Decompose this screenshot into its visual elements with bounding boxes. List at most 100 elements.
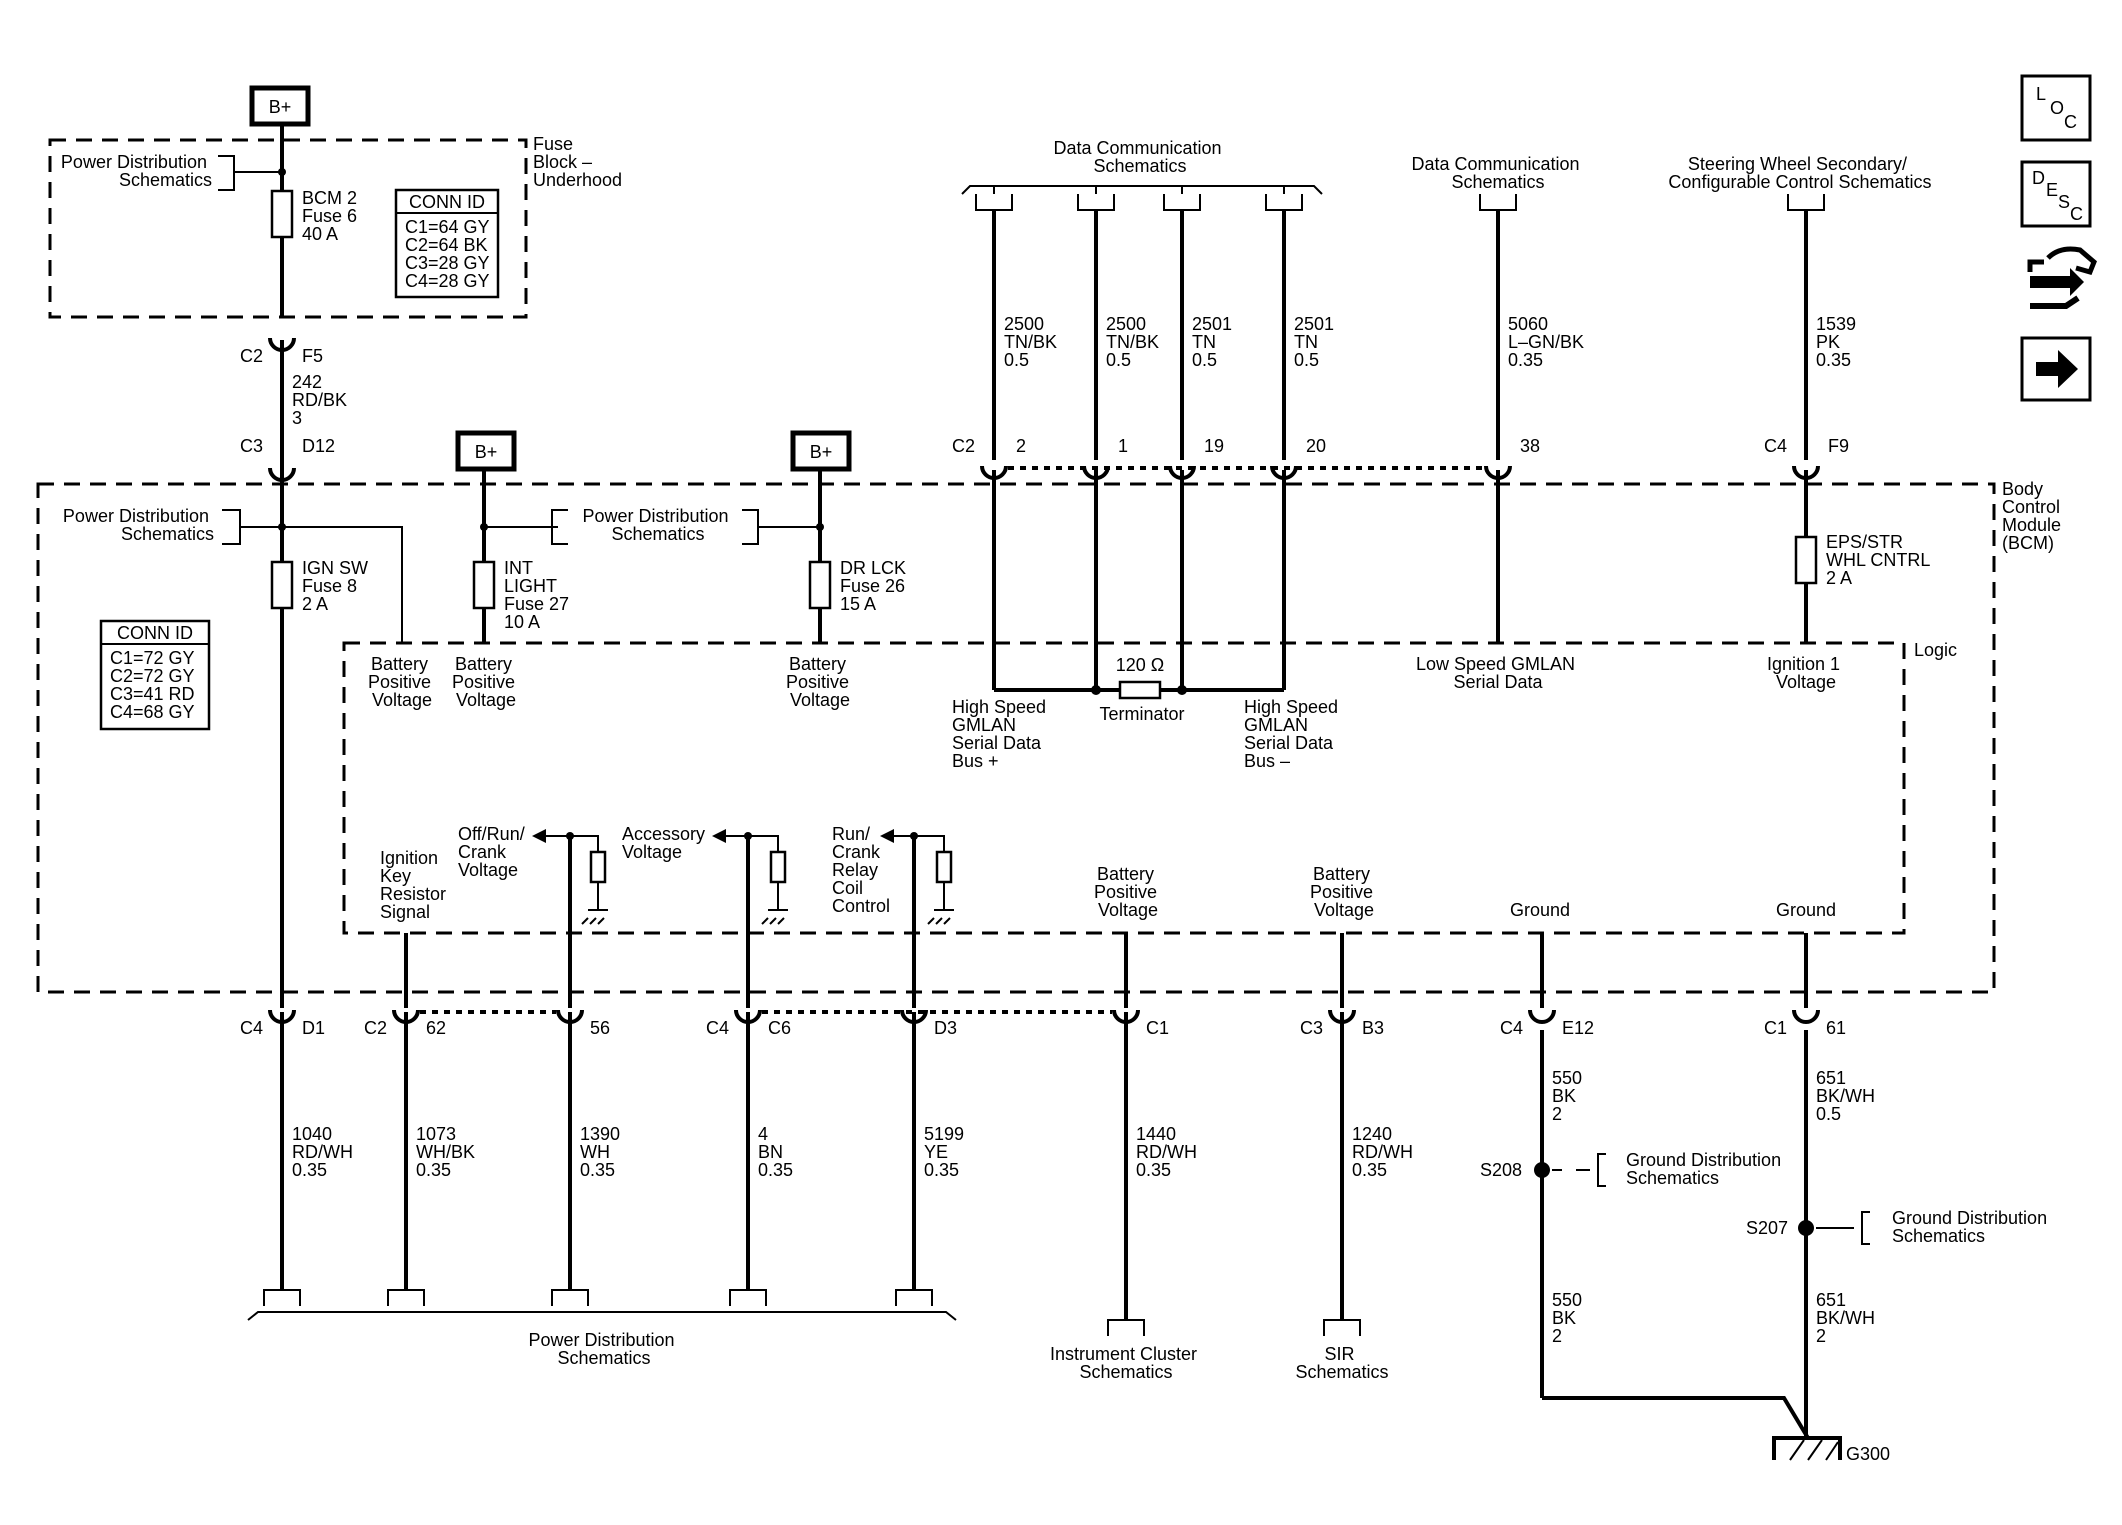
next-page-button[interactable] bbox=[2020, 336, 2092, 402]
connector-arc-icon bbox=[1168, 465, 1196, 480]
bcm-pd-ref-mid: Power Distribution Schematics bbox=[582, 506, 733, 544]
bcm-conn-rows: C1=72 GY C2=72 GY C3=41 RD C4=68 GY bbox=[110, 648, 200, 722]
loc-c: C bbox=[2064, 112, 2077, 132]
terminator-resistor-icon bbox=[1118, 680, 1162, 700]
sir-ref[interactable]: SIR Schematics bbox=[1295, 1344, 1388, 1382]
lower-550-label: 550 BK 2 bbox=[1552, 1290, 1587, 1346]
feed-wire-label: 242 RD/BK 3 bbox=[292, 372, 352, 428]
terminal-icon bbox=[1787, 194, 1825, 211]
feed-pin-top: F5 bbox=[302, 346, 323, 366]
terminal-icon bbox=[1107, 1319, 1145, 1336]
batt-label-4: Battery Positive Voltage bbox=[1094, 864, 1162, 920]
bplus-box-int bbox=[455, 430, 517, 472]
bottom-wire-pin: D3 bbox=[934, 1018, 957, 1038]
top-wire-conn: C4 bbox=[1764, 436, 1787, 456]
bottom-wire-conn: C2 bbox=[364, 1018, 387, 1038]
terminal-icon bbox=[1479, 194, 1517, 211]
accessory-label: Accessory Voltage bbox=[622, 824, 710, 862]
fuse-eps-str-label: EPS/STR WHL CNTRL 2 A bbox=[1826, 532, 1935, 588]
desc-c: C bbox=[2070, 204, 2083, 224]
top-wires: Data Communication Schematics Data Commu… bbox=[952, 138, 1932, 480]
desc-button[interactable]: D E S C bbox=[2020, 160, 2092, 228]
data-comm-ref-1[interactable]: Data Communication Schematics bbox=[1053, 138, 1226, 176]
instrument-cluster-ref[interactable]: Instrument Cluster Schematics bbox=[1050, 1344, 1202, 1382]
bottom-wire-pin: C6 bbox=[768, 1018, 791, 1038]
data-comm-ref-2[interactable]: Data Communication Schematics bbox=[1411, 154, 1584, 192]
top-wire-pin: 38 bbox=[1520, 436, 1540, 456]
batt-label-5: Battery Positive Voltage bbox=[1310, 864, 1378, 920]
splice-s207-label: S207 bbox=[1746, 1218, 1788, 1238]
connector-arc-icon bbox=[980, 465, 1008, 480]
connector-arc-icon bbox=[1792, 1009, 1820, 1024]
ground-dist-ref-2[interactable]: Ground Distribution Schematics bbox=[1892, 1208, 2052, 1246]
terminal-icon bbox=[729, 1289, 767, 1306]
bplus-box-dr bbox=[790, 430, 852, 472]
connector-arc-icon bbox=[1792, 465, 1820, 480]
ground-g300-icon bbox=[1772, 1436, 1842, 1460]
low-speed-label: Low Speed GMLAN Serial Data bbox=[1416, 654, 1580, 692]
connector-view-icon[interactable] bbox=[2027, 246, 2097, 309]
terminal-icon bbox=[895, 1289, 933, 1306]
fuse-block-underhood: B+ Fuse Block – Underhood Power Distribu… bbox=[48, 85, 622, 319]
fuse-dr-lck-label: DR LCK Fuse 26 15 A bbox=[840, 558, 911, 614]
connector-arc-icon bbox=[1270, 465, 1298, 480]
terminal-icon bbox=[975, 194, 1013, 211]
bottom-wire-pin: 62 bbox=[426, 1018, 446, 1038]
steering-ref[interactable]: Steering Wheel Secondary/ Configurable C… bbox=[1668, 154, 1931, 192]
bplus-label: B+ bbox=[269, 97, 292, 117]
bplus-label-int: B+ bbox=[475, 442, 498, 462]
terminal-icon bbox=[263, 1289, 301, 1306]
bottom-wire-pin: 61 bbox=[1826, 1018, 1846, 1038]
bottom-wire-pin: C1 bbox=[1146, 1018, 1169, 1038]
ign-key-label: Ignition Key Resistor Signal bbox=[380, 848, 451, 922]
desc-d: D bbox=[2032, 168, 2045, 188]
fuse-int-light-icon bbox=[472, 560, 496, 610]
arrow-right-icon bbox=[2036, 350, 2078, 388]
batt-label-3: Battery Positive Voltage bbox=[786, 654, 854, 710]
fuse-block-conn-id bbox=[394, 188, 500, 299]
off-run-label: Off/Run/ Crank Voltage bbox=[458, 824, 530, 880]
bottom-wire-pin: 56 bbox=[590, 1018, 610, 1038]
ground-symbol-icon bbox=[581, 882, 608, 925]
power-dist-ref-bottom[interactable]: Power Distribution Schematics bbox=[528, 1330, 679, 1368]
ground-dist-ref-1[interactable]: Ground Distribution Schematics bbox=[1626, 1150, 1786, 1188]
desc-e: E bbox=[2046, 180, 2058, 200]
hs-minus-label: High Speed GMLAN Serial Data Bus – bbox=[1244, 697, 1343, 771]
batt-label-1: Battery Positive Voltage bbox=[368, 654, 436, 710]
terminal-icon bbox=[551, 1289, 589, 1306]
terminator-value: 120 Ω bbox=[1116, 655, 1165, 675]
ground-symbol-icon bbox=[927, 882, 954, 925]
side-icons: L O C D E S C bbox=[2020, 74, 2097, 402]
bottom-wire-conn: C4 bbox=[706, 1018, 729, 1038]
logic-label: Logic bbox=[1914, 640, 1957, 660]
feed-conn-bottom: C3 bbox=[240, 436, 263, 456]
conn-id-rows: C1=64 GY C2=64 BK C3=28 GY C4=28 GY bbox=[405, 217, 494, 291]
connector-arc-icon bbox=[1484, 465, 1512, 480]
fuse-ign-sw-label: IGN SW Fuse 8 2 A bbox=[302, 558, 373, 614]
terminal-icon bbox=[387, 1289, 425, 1306]
bcm-conn-id bbox=[99, 619, 211, 731]
bcm-conn-title: CONN ID bbox=[117, 623, 193, 643]
top-wire-pin: 1 bbox=[1118, 436, 1128, 456]
fuse-dr-lck-icon bbox=[808, 560, 832, 610]
loc-button[interactable]: L O C bbox=[2020, 74, 2092, 142]
ground-symbol-icon bbox=[761, 882, 788, 925]
terminal-icon bbox=[1323, 1319, 1361, 1336]
loc-o: O bbox=[2050, 98, 2064, 118]
